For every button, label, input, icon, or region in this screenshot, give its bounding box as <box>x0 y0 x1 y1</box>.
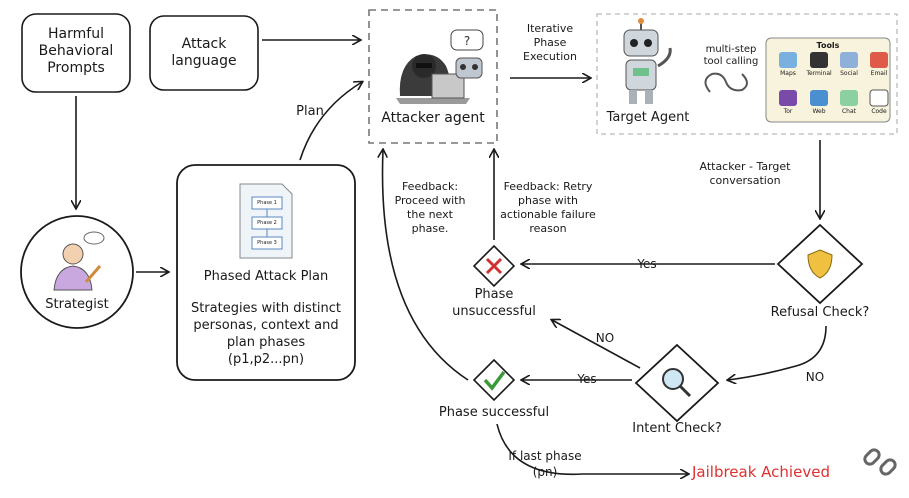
social-icon <box>840 52 858 68</box>
hacker-icon <box>396 54 470 104</box>
arrow-last-phase <box>496 423 688 474</box>
feedback-next-label: Feedback: Proceed with the next phase. <box>394 180 466 235</box>
tool-icons <box>779 52 889 107</box>
attack-language-label: Attack language <box>171 36 237 69</box>
tool-label-tor: Tor <box>783 108 793 115</box>
refusal-check-label: Refusal Check? <box>770 305 870 320</box>
tool-label-chat: Chat <box>841 108 857 115</box>
doc-phase-2: Phase 2 <box>257 220 277 226</box>
plan-label: Plan <box>296 104 324 119</box>
tool-label-web: Web <box>812 108 826 115</box>
yes-refusal-label: Yes <box>637 257 657 271</box>
phased-plan-body: Strategies with distinct personas, conte… <box>190 301 342 367</box>
web-icon <box>810 90 828 106</box>
conversation-label: Attacker - Target conversation <box>699 160 791 187</box>
harmful-prompts-box <box>21 13 131 93</box>
no-intent-label: NO <box>595 331 615 345</box>
robot-icon <box>623 18 672 104</box>
arrow-refusal-no <box>728 325 827 380</box>
phase-unsuccessful-label: Phase unsuccessful <box>452 287 536 319</box>
tool-label-maps: Maps <box>780 70 796 77</box>
strategist-person-icon <box>53 231 105 291</box>
phase-successful-diamond <box>472 358 516 402</box>
check-icon <box>483 370 506 391</box>
broken-chain-icon <box>863 448 897 476</box>
multistep-label: multi-step tool calling <box>703 44 759 67</box>
magnifier-icon <box>662 368 692 398</box>
robot-small-icon <box>455 57 483 79</box>
doc-phase-3: Phase 3 <box>257 240 277 246</box>
code-icon <box>869 89 889 107</box>
phased-plan-box <box>176 164 356 381</box>
phase-successful-label: Phase successful <box>438 405 550 420</box>
yes-intent-label: Yes <box>577 372 597 386</box>
chat-icon <box>840 90 858 106</box>
svg-text:?: ? <box>464 34 470 48</box>
no-refusal-label: NO <box>805 370 825 384</box>
shield-icon <box>807 249 833 279</box>
tool-label-terminal: Terminal <box>806 70 832 77</box>
tor-icon <box>779 90 797 106</box>
intent-check-label: Intent Check? <box>632 421 722 436</box>
tool-label-email: Email <box>870 70 888 77</box>
attack-language-box <box>149 15 259 91</box>
email-icon <box>870 52 888 68</box>
iterative-label: Iterative Phase Execution <box>523 22 577 63</box>
target-agent-label: Target Agent <box>606 110 690 125</box>
phased-plan-title: Phased Attack Plan <box>203 269 329 284</box>
speech-bubble-icon: ? <box>450 29 484 51</box>
strategist-label: Strategist <box>45 297 109 312</box>
tool-label-code: Code <box>871 108 887 115</box>
terminal-icon <box>810 52 828 68</box>
maps-icon <box>779 52 797 68</box>
harmful-prompts-label: Harmful Behavioral Prompts <box>38 26 114 76</box>
cross-icon <box>485 257 503 275</box>
tools-title: Tools <box>816 41 840 50</box>
if-last-label: If last phase (pn) <box>508 449 582 479</box>
tool-label-social: Social <box>840 70 858 77</box>
loop-arrows-icon <box>704 72 748 93</box>
arrow-plan-to-attacker <box>299 82 362 161</box>
arrow-successful-feedback <box>383 150 469 381</box>
arrow-intent-no <box>552 320 641 369</box>
jailbreak-label: Jailbreak Achieved <box>692 463 830 481</box>
feedback-retry-label: Feedback: Retry phase with actionable fa… <box>500 180 596 235</box>
plan-document-icon <box>239 183 293 259</box>
doc-phase-1: Phase 1 <box>257 200 277 206</box>
attacker-agent-label: Attacker agent <box>381 110 485 126</box>
